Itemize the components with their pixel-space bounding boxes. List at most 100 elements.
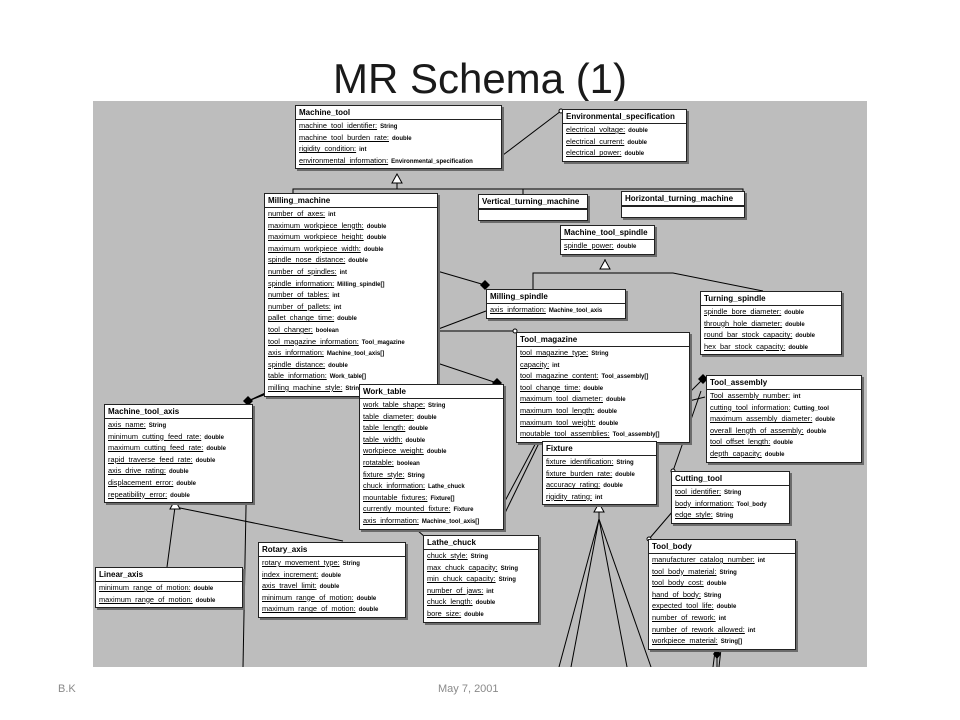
attribute-type: double	[328, 362, 348, 369]
attribute-name: maximum_workpiece_length:	[268, 220, 364, 230]
attribute-type: double	[788, 344, 809, 351]
attribute-name: maximum_workpiece_width:	[268, 243, 361, 253]
attribute-name: tool_magazine_information:	[268, 336, 359, 346]
class-name: Machine_tool_axis	[105, 405, 252, 419]
attribute-type: double	[356, 595, 377, 602]
class-horizontal-turning-machine: Horizontal_turning_machine	[621, 191, 745, 218]
attribute-name: tool_identifier:	[675, 487, 722, 496]
attribute-type: int	[333, 304, 342, 311]
attribute-type: String	[616, 460, 634, 466]
attribute-type: double	[627, 139, 647, 146]
footer-author: B.K	[58, 683, 76, 695]
attribute-name: rapid_traverse_feed_rate:	[108, 454, 193, 464]
attribute-name: machine_tool_identifier:	[299, 121, 378, 130]
attribute-type: double	[624, 151, 645, 158]
class-name: Rotary_axis	[259, 543, 405, 557]
attribute-row: maximum_workpiece_length:double	[268, 221, 434, 233]
attribute-row: tool_body_material:String	[652, 567, 792, 579]
attribute-row: number_of_pallets:int	[268, 302, 434, 314]
attribute-name: repeatibility_error:	[108, 489, 168, 499]
attribute-row: tool_magazine_type:String	[520, 348, 686, 360]
attribute-row: electrical_power:double	[566, 148, 683, 160]
class-tool-body: Tool_body manufacturer_catalog_number:in…	[648, 539, 796, 650]
attribute-type: double	[464, 611, 484, 618]
attribute-name: chuck_information:	[363, 481, 426, 491]
attribute-name: number_of_pallets:	[268, 301, 331, 311]
attribute-name: maximum_tool_length:	[520, 405, 595, 415]
attribute-name: tool_change_time:	[520, 382, 581, 392]
attribute-type: double	[204, 434, 224, 441]
attribute-name: tool_body_cost:	[652, 578, 704, 588]
attribute-row: number_of_rework_allowed:int	[652, 625, 792, 637]
attribute-row: rotary_movement_type:String	[262, 558, 402, 570]
attribute-row: capacity:int	[520, 360, 686, 372]
attribute-row: electrical_voltage:double	[566, 125, 683, 137]
attribute-name: min_chuck_capacity:	[427, 574, 496, 584]
attribute-type: double	[764, 451, 785, 458]
attribute-name: fixture_style:	[363, 469, 405, 479]
attribute-name: table_information:	[268, 371, 327, 381]
attribute-row: machine_tool_burden_rate:double	[299, 133, 498, 145]
attribute-row: minimum_range_of_motion:double	[99, 583, 239, 595]
attribute-type: String[]	[720, 639, 743, 646]
attribute-row: maximum_cutting_feed_rate:double	[108, 443, 249, 455]
attribute-name: edge_style:	[675, 510, 713, 520]
attribute-row: number_of_rework:int	[652, 613, 792, 625]
attribute-list: axis_information:Machine_tool_axis	[487, 304, 625, 318]
attribute-type: String	[591, 351, 609, 357]
attribute-row: work_table_shape:String	[363, 400, 500, 412]
attribute-name: milling_machine_style:	[268, 382, 343, 392]
attribute-type: double	[337, 316, 357, 323]
attribute-type: String	[715, 513, 734, 520]
attribute-name: currently_mounted_fixture:	[363, 504, 451, 514]
attribute-name: body_information:	[675, 498, 734, 508]
attribute-row: min_chuck_capacity:String	[427, 574, 535, 586]
class-name: Machine_tool_spindle	[561, 226, 654, 240]
attribute-row: machine_tool_identifier:String	[299, 121, 498, 133]
attribute-name: hex_bar_stock_capacity:	[704, 341, 786, 351]
attribute-name: max_chuck_capacity:	[427, 562, 498, 572]
attribute-type: int	[486, 588, 494, 595]
attribute-type: double	[366, 223, 387, 230]
attribute-type: Lathe_chuck	[428, 484, 465, 491]
attribute-type: double	[348, 258, 368, 265]
attribute-name: index_increment:	[262, 569, 319, 579]
attribute-type: double	[206, 446, 226, 453]
attribute-name: spindle_information:	[268, 278, 335, 288]
attribute-name: electrical_power:	[566, 148, 622, 158]
attribute-row: spindle_information:Milling_spindle[]	[268, 279, 434, 291]
attribute-type: double	[806, 428, 827, 435]
attribute-name: rotary_movement_type:	[262, 558, 340, 567]
attribute-row: fixture_burden_rate:double	[546, 469, 653, 481]
attribute-type: double	[408, 426, 428, 433]
attribute-name: round_bar_stock_capacity:	[704, 330, 793, 340]
attribute-name: maximum_cutting_feed_rate:	[108, 443, 204, 453]
class-linear-axis: Linear_axis minimum_range_of_motion:doub…	[95, 567, 243, 609]
attribute-type: double	[597, 408, 618, 415]
attribute-type: Tool_magazine	[361, 339, 405, 346]
attribute-name: spindle_distance:	[268, 359, 326, 369]
attribute-type: String	[407, 472, 425, 479]
class-name: Linear_axis	[96, 568, 242, 582]
attribute-row: body_information:Tool_body	[675, 499, 786, 511]
attribute-row: tool_changer:boolean	[268, 325, 434, 337]
attribute-row: tool_offset_length:double	[710, 437, 858, 449]
attribute-row: cutting_tool_information:Cutting_tool	[710, 403, 858, 415]
attribute-type: boolean	[396, 460, 420, 467]
class-name: Machine_tool	[296, 106, 501, 120]
attribute-row: environmental_information:Environmental_…	[299, 156, 498, 168]
class-name: Environmental_specification	[563, 110, 686, 124]
attribute-type: Cutting_tool	[793, 405, 829, 412]
attribute-row: maximum_range_of_motion:double	[99, 595, 239, 607]
attribute-type: int	[359, 147, 367, 154]
attribute-type: int	[718, 615, 727, 622]
attribute-row: maximum_tool_length:double	[520, 406, 686, 418]
attribute-row: maximum_tool_diameter:double	[520, 394, 686, 406]
